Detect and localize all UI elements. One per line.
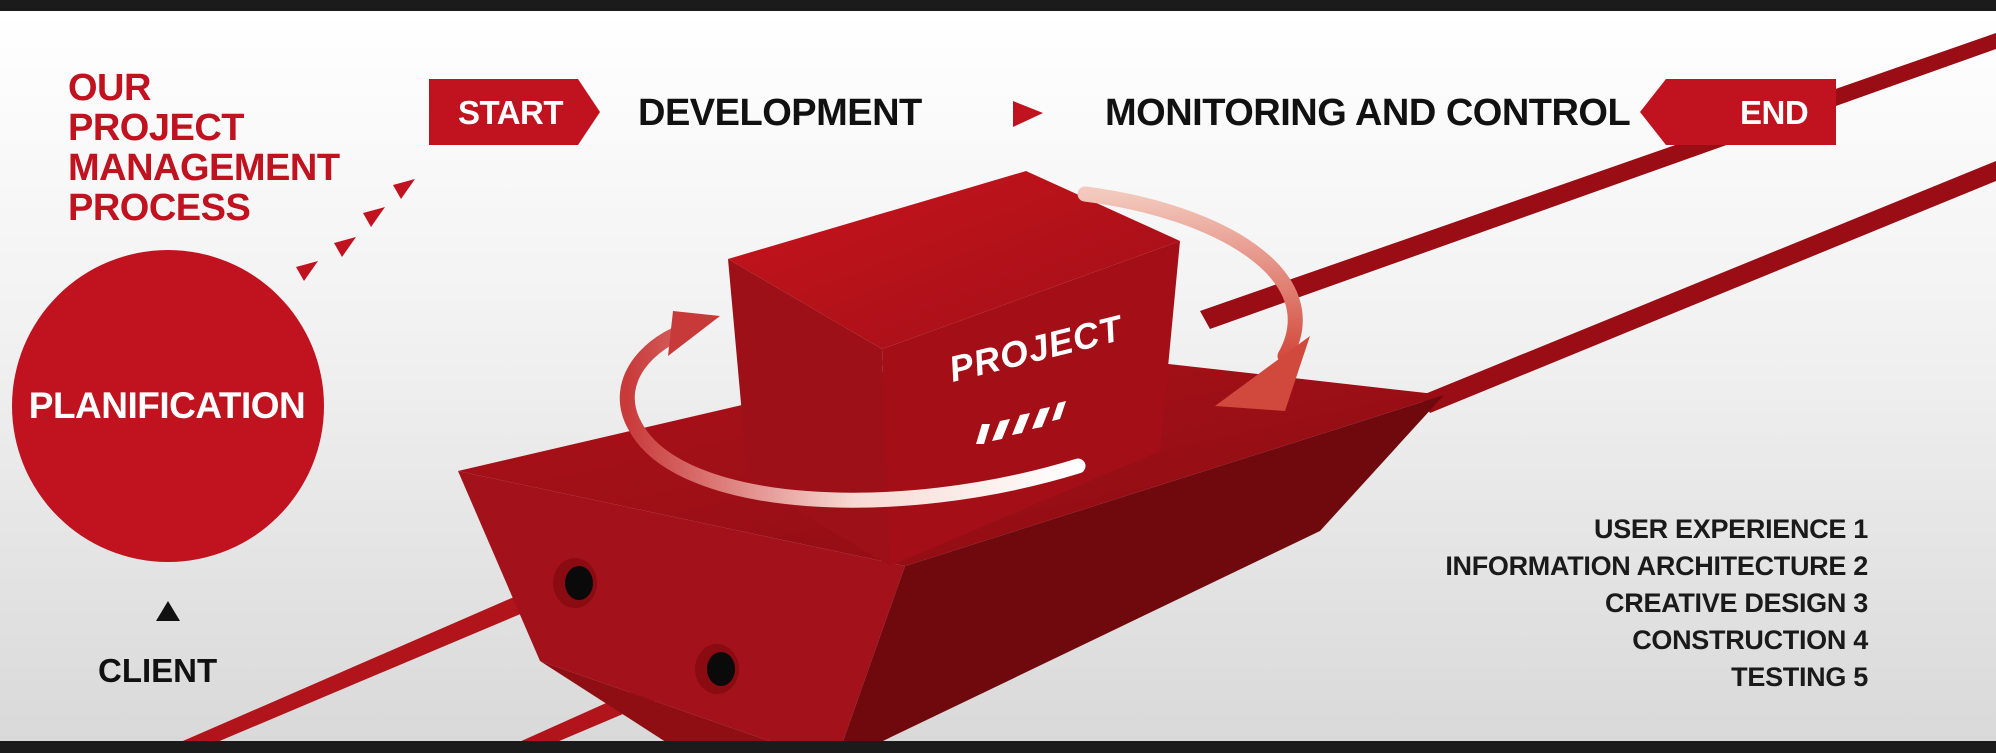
end-label: END xyxy=(1740,94,1809,131)
monitoring-label: MONITORING AND CONTROL xyxy=(1105,92,1631,134)
cycle-arrowhead-left xyxy=(668,311,720,356)
title-line-2: PROJECT xyxy=(68,107,244,149)
rail-bottom-left-1 xyxy=(182,577,575,741)
diagram-title: OUR PROJECT MANAGEMENT PROCESS xyxy=(68,68,340,228)
hull-hole-1 xyxy=(553,558,597,608)
flow-arrow-icon xyxy=(1013,101,1043,127)
phase-item: CONSTRUCTION 4 xyxy=(1632,625,1868,655)
phase-item: CREATIVE DESIGN 3 xyxy=(1605,588,1868,618)
rail-lower xyxy=(1420,161,1996,413)
cycle-arrow-front xyxy=(619,321,1086,508)
planification-label: PLANIFICATION xyxy=(28,385,306,426)
title-line-1: OUR xyxy=(68,67,151,109)
development-label: DEVELOPMENT xyxy=(638,92,922,134)
phase-item: INFORMATION ARCHITECTURE 2 xyxy=(1445,551,1868,581)
cycle-arrow-back xyxy=(1077,186,1303,364)
phase-item: USER EXPERIENCE 1 xyxy=(1594,514,1868,544)
phases-list: USER EXPERIENCE 1 INFORMATION ARCHITECTU… xyxy=(1445,511,1868,696)
project-box-right xyxy=(882,241,1180,566)
boat-hull-shade xyxy=(540,661,770,741)
end-tag-shape xyxy=(1640,79,1836,145)
start-label: START xyxy=(458,94,564,131)
rail-upper xyxy=(1200,33,1996,329)
client-arrow-icon xyxy=(156,601,180,621)
hull-hole-2 xyxy=(695,644,739,694)
planification-circle xyxy=(12,250,324,562)
start-tag-shape xyxy=(429,79,600,145)
client-label: CLIENT xyxy=(98,652,218,689)
title-line-4: PROCESS xyxy=(68,187,251,229)
title-line-3: MANAGEMENT xyxy=(68,147,340,189)
phase-item: TESTING 5 xyxy=(1731,662,1868,692)
boat-hull-right xyxy=(843,395,1444,741)
project-box-top xyxy=(728,171,1180,349)
dotted-arrows xyxy=(296,179,415,281)
boat-hull-left xyxy=(458,471,905,741)
cycle-arrowhead-right xyxy=(1215,336,1310,411)
hazard-stripes xyxy=(976,401,1066,444)
diagram-graphics xyxy=(12,33,1996,741)
